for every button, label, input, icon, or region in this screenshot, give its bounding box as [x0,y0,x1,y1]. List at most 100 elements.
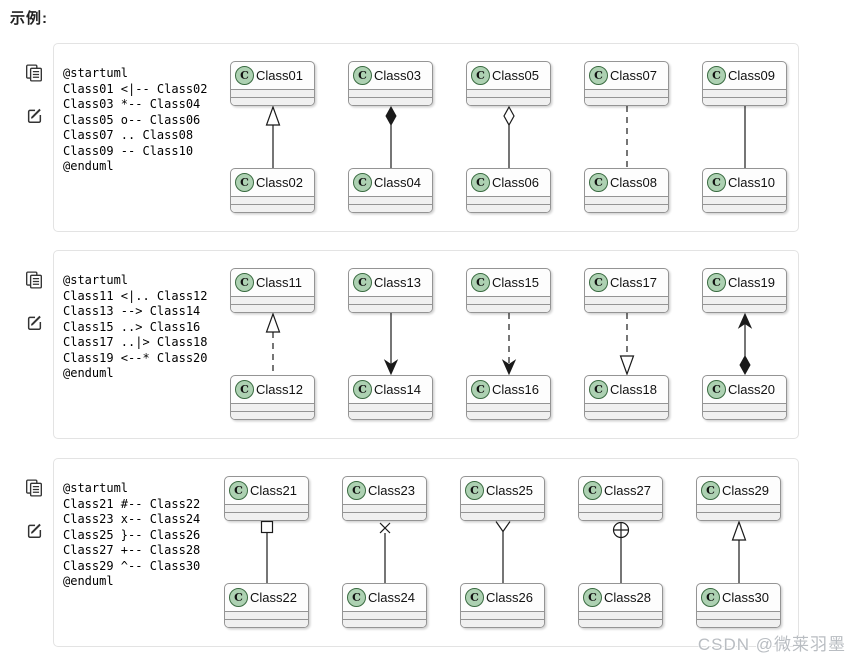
code-line: Class23 x-- Class24 [63,512,201,526]
watermark: CSDN @微莱羽墨 [697,635,846,654]
class-icon: C [229,481,248,500]
class-compartment [225,619,308,627]
uml-diagram: C Class01 C Class02 C Class03 C [230,61,787,213]
class-compartment [349,296,432,304]
class-icon: C [707,66,726,85]
uml-class-box-bottom: C Class04 [348,168,433,213]
relation-connector-filled-diamond [384,106,397,168]
class-name: Class20 [728,382,775,397]
code-line: @enduml [63,159,114,173]
relation-connector-x [379,522,390,583]
class-header: C Class03 [349,62,432,89]
class-icon: C [589,273,608,292]
class-compartment [703,97,786,105]
class-compartment [703,403,786,411]
class-name: Class14 [374,382,421,397]
class-icon: C [707,273,726,292]
code-line: @enduml [63,366,114,380]
code-toolbar [23,271,45,331]
edit-code-button[interactable] [26,107,43,124]
edit-code-button[interactable] [26,522,43,539]
uml-relation-pair: C Class13 C Class14 [348,268,433,420]
class-compartment [579,619,662,627]
uml-class-box-top: C Class05 [466,61,551,106]
class-header: C Class18 [585,376,668,403]
code-line: Class27 +-- Class28 [63,543,201,557]
class-icon: C [471,66,490,85]
class-compartment [467,304,550,312]
class-compartment [697,619,780,627]
class-header: C Class05 [467,62,550,89]
relation-connector-hollow-triangle [265,313,280,375]
uml-class-box-bottom: C Class28 [578,583,663,628]
uml-relation-pair: C Class07 C Class08 [584,61,669,213]
uml-class-box-bottom: C Class20 [702,375,787,420]
class-compartment [349,204,432,212]
class-name: Class04 [374,175,421,190]
class-header: C Class19 [703,269,786,296]
class-icon: C [347,588,366,607]
uml-class-box-bottom: C Class24 [342,583,427,628]
uml-class-box-top: C Class01 [230,61,315,106]
class-header: C Class07 [585,62,668,89]
class-compartment [703,411,786,419]
copy-code-button[interactable] [25,271,43,289]
code-line: @startuml [63,273,129,287]
relation-connector-hollow-diamond [502,106,515,168]
code-line: Class05 o-- Class06 [63,112,201,127]
class-compartment [467,204,550,212]
relation-connector-hollow-triangle [731,521,746,583]
class-icon: C [353,273,372,292]
copy-code-button[interactable] [25,64,43,82]
uml-class-box-bottom: C Class06 [466,168,551,213]
class-header: C Class11 [231,269,314,296]
class-name: Class10 [728,175,775,190]
class-compartment [343,619,426,627]
class-compartment [349,304,432,312]
class-compartment [343,512,426,520]
class-name: Class01 [256,68,303,83]
class-icon: C [465,588,484,607]
uml-relation-pair: C Class27 C Class28 [578,476,663,628]
class-header: C Class15 [467,269,550,296]
class-icon: C [471,380,490,399]
copy-icon [26,64,42,82]
class-name: Class28 [604,590,651,605]
uml-relation-pair: C Class23 C Class24 [342,476,427,628]
copy-code-button[interactable] [25,479,43,497]
uml-class-box-top: C Class09 [702,61,787,106]
class-header: C Class21 [225,477,308,504]
class-header: C Class17 [585,269,668,296]
edit-code-button[interactable] [26,314,43,331]
uml-class-box-top: C Class07 [584,61,669,106]
uml-relation-pair: C Class01 C Class02 [230,61,315,213]
code-line: Class21 #-- Class22 [63,496,201,511]
relation-connector-arrow [737,313,752,375]
code-toolbar [23,479,45,539]
uml-class-box-bottom: C Class16 [466,375,551,420]
class-icon: C [353,173,372,192]
class-compartment [349,403,432,411]
class-compartment [585,296,668,304]
class-compartment [585,304,668,312]
class-name: Class18 [610,382,657,397]
class-compartment [703,89,786,97]
class-compartment [343,611,426,619]
code-line: Class15 ..> Class16 [63,319,201,334]
code-line: Class25 }-- Class26 [63,527,201,542]
class-name: Class27 [604,483,651,498]
relation-connector-circle-plus [612,521,629,583]
code-line: Class29 ^-- Class30 [63,558,201,573]
class-header: C Class28 [579,584,662,611]
relation-connector-square [260,521,273,583]
uml-class-box-bottom: C Class10 [702,168,787,213]
class-name: Class19 [728,275,775,290]
class-name: Class24 [368,590,415,605]
uml-relation-pair: C Class03 C Class04 [348,61,433,213]
class-name: Class07 [610,68,657,83]
relation-connector-arrow [501,313,516,375]
class-name: Class22 [250,590,297,605]
class-icon: C [229,588,248,607]
